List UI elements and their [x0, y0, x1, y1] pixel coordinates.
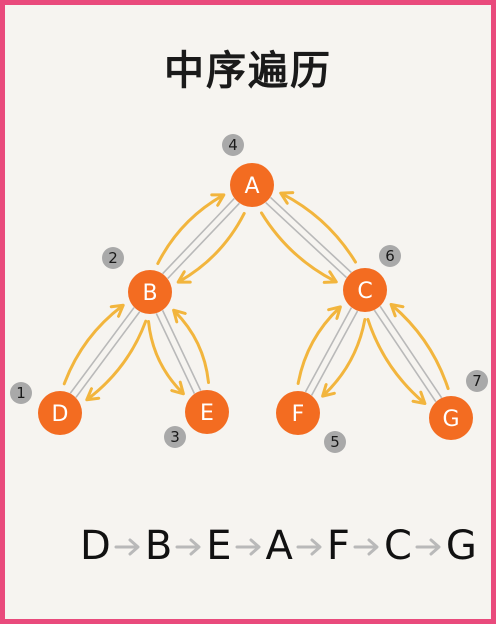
sequence-arrow-icon: [296, 538, 322, 556]
down-arrow-A-B: [176, 211, 246, 284]
node-label: B: [142, 281, 157, 306]
down-arrow-A-C: [260, 211, 338, 284]
tree-node-D: D: [38, 391, 82, 435]
order-badge-C: 6: [379, 245, 401, 267]
tree-edge-B-E: [155, 313, 196, 394]
node-circle: [429, 396, 473, 440]
order-badge-label: 4: [228, 136, 238, 154]
up-arrow-D-B: [62, 303, 125, 386]
node-circle: [276, 391, 320, 435]
order-badge-B: 2: [102, 247, 124, 269]
tree-edges: [69, 196, 443, 403]
tree-edge-B-E: [161, 310, 202, 391]
tree-edge-A-B: [167, 202, 240, 280]
sequence-item: C: [383, 523, 412, 569]
node-label: C: [357, 279, 372, 304]
sequence-arrow-icon: [175, 538, 201, 556]
up-arrow-B-A: [156, 193, 226, 266]
sequence-item: E: [206, 523, 232, 569]
sequence-item: D: [80, 523, 111, 569]
node-label: D: [52, 402, 69, 427]
tree-node-G: G: [429, 396, 473, 440]
sequence-item: F: [326, 523, 350, 569]
tree-node-C: C: [343, 268, 387, 312]
tree-node-F: F: [276, 391, 320, 435]
sequence-arrow-icon: [114, 538, 140, 556]
tree-node-A: A: [230, 163, 274, 207]
sequence-item: A: [265, 523, 293, 569]
tree-edge-B-D: [69, 307, 135, 394]
order-badge-F: 5: [324, 431, 346, 453]
diagram-title: 中序遍历: [164, 48, 332, 94]
up-arrow-F-C: [296, 305, 342, 385]
tree-nodes: A B C D E F G: [38, 163, 473, 440]
up-arrow-E-B: [172, 308, 210, 385]
sequence-item: G: [445, 523, 477, 569]
order-badge-D: 1: [10, 382, 32, 404]
node-label: G: [442, 407, 459, 432]
order-badge-A: 4: [222, 134, 244, 156]
node-circle: [185, 390, 229, 434]
sequence-arrow-icon: [235, 538, 261, 556]
down-arrow-C-G: [366, 317, 427, 406]
order-badge-label: 1: [16, 384, 26, 402]
down-arrow-B-D: [85, 319, 148, 402]
node-label: A: [244, 174, 259, 199]
order-badge-label: 5: [330, 433, 340, 451]
node-label: F: [292, 402, 305, 427]
up-arrow-C-A: [279, 191, 357, 264]
sequence-item: B: [144, 523, 173, 569]
node-circle: [38, 391, 82, 435]
order-badge-label: 6: [385, 247, 395, 265]
tree-edge-C-F: [304, 307, 353, 393]
tree-node-B: B: [128, 270, 172, 314]
node-circle: [343, 268, 387, 312]
sequence-arrow-icon: [415, 538, 441, 556]
node-circle: [230, 163, 274, 207]
traversal-arrows: [62, 191, 450, 406]
order-badges: 4 2 6 1 3 5 7: [10, 134, 488, 453]
node-circle: [128, 270, 172, 314]
tree-edge-A-C: [265, 201, 348, 279]
node-label: E: [200, 401, 214, 426]
tree-edge-A-C: [269, 196, 352, 274]
sequence-arrow-icon: [353, 538, 379, 556]
tree-edge-C-G: [373, 309, 437, 403]
tree-node-E: E: [185, 390, 229, 434]
order-badge-label: 3: [170, 428, 180, 446]
tree-edge-A-B: [162, 197, 235, 275]
tree-edge-C-F: [310, 310, 359, 396]
down-arrow-C-F: [321, 318, 367, 398]
order-badge-G: 7: [466, 370, 488, 392]
order-badge-label: 7: [472, 372, 482, 390]
up-arrow-G-C: [389, 302, 450, 391]
tree-edge-B-D: [75, 311, 141, 398]
tree-edge-C-G: [379, 305, 443, 399]
down-arrow-B-E: [147, 319, 185, 396]
order-badge-E: 3: [164, 426, 186, 448]
order-badge-label: 2: [108, 249, 118, 267]
